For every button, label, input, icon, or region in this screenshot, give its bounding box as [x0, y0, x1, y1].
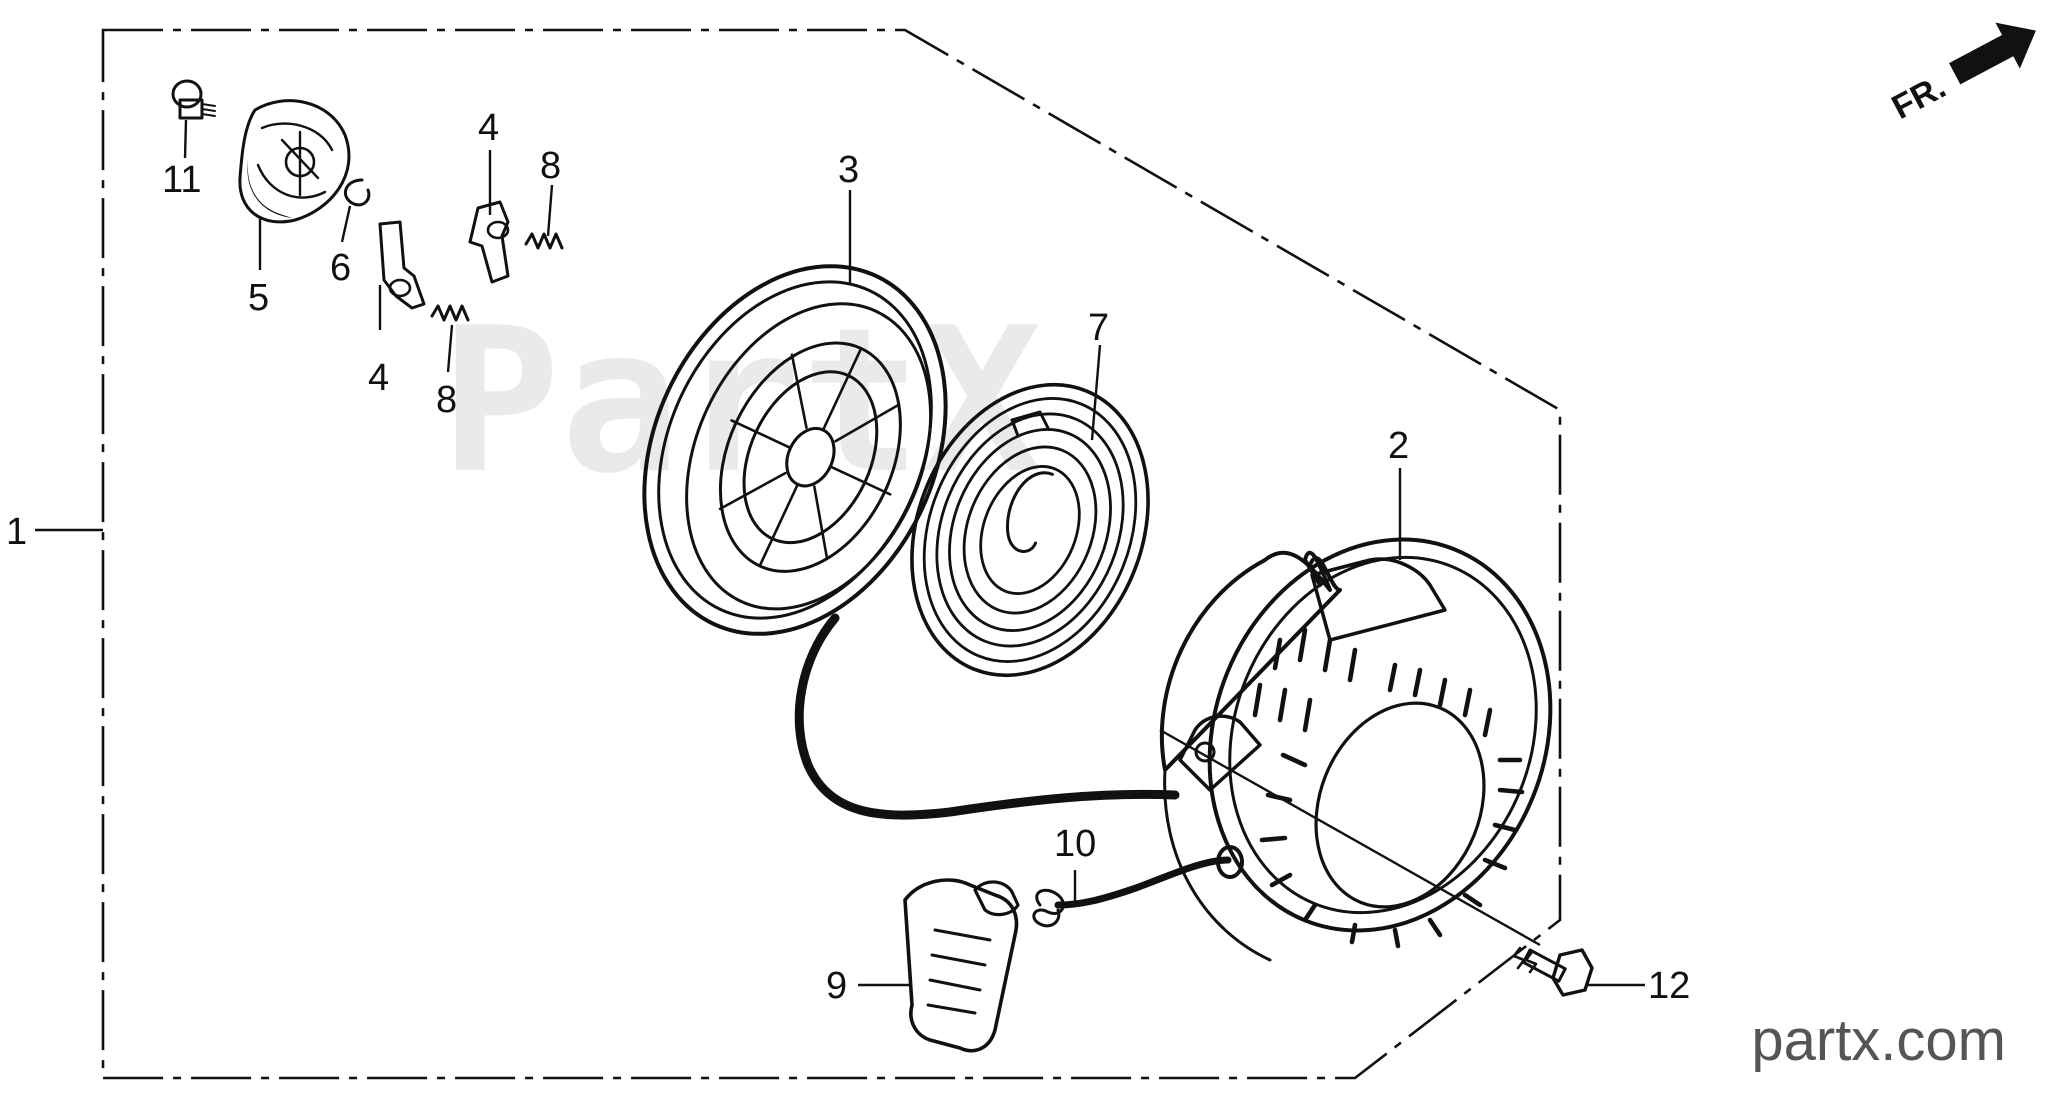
callout-3: 3: [838, 149, 859, 191]
assembly-boundary: [101, 28, 1562, 1080]
callout-4-lower: 4: [368, 357, 389, 399]
callout-7: 7: [1088, 307, 1109, 349]
rope-knot: [1032, 888, 1065, 928]
starter-grip-part: [903, 878, 1020, 1053]
callout-5: 5: [248, 277, 269, 319]
callout-2: 2: [1388, 425, 1409, 467]
flange-bolt-part: [1512, 946, 1594, 997]
vent-slots: [1252, 627, 1525, 949]
spring-upper-part: [524, 232, 564, 250]
callout-1: 1: [6, 511, 27, 553]
callout-12: 12: [1648, 965, 1690, 1007]
front-marker-text: FR.: [1886, 68, 1952, 127]
arrow-right-icon: [1949, 22, 2036, 85]
leader-lines: [35, 119, 1645, 987]
callout-11: 11: [162, 159, 201, 201]
ratchet-lower-part: [378, 220, 426, 310]
recoil-spring-hook: [1010, 410, 1050, 438]
ratchet-guide-part: [238, 99, 351, 224]
recoil-spring-part: [910, 382, 1150, 678]
callout-8-upper: 8: [540, 145, 561, 187]
callout-10: 10: [1054, 823, 1096, 865]
starter-rope-part: [1054, 856, 1232, 909]
spring-lower-part: [430, 304, 470, 322]
callout-4-upper: 4: [478, 107, 499, 149]
callout-6: 6: [330, 247, 351, 289]
site-brand: partx.com: [1751, 1008, 2006, 1073]
callout-8-lower: 8: [436, 379, 457, 421]
recoil-case-part: [1159, 537, 1553, 962]
reel-part: [642, 264, 948, 636]
watermark: PartX: [440, 285, 1042, 518]
friction-spring-part: [343, 178, 371, 207]
callout-9: 9: [826, 965, 847, 1007]
setting-bolt-part: [171, 79, 216, 120]
ratchet-upper-part: [468, 200, 510, 284]
front-direction-marker: FR.: [1886, 22, 2036, 127]
rope-path: [794, 613, 1180, 820]
